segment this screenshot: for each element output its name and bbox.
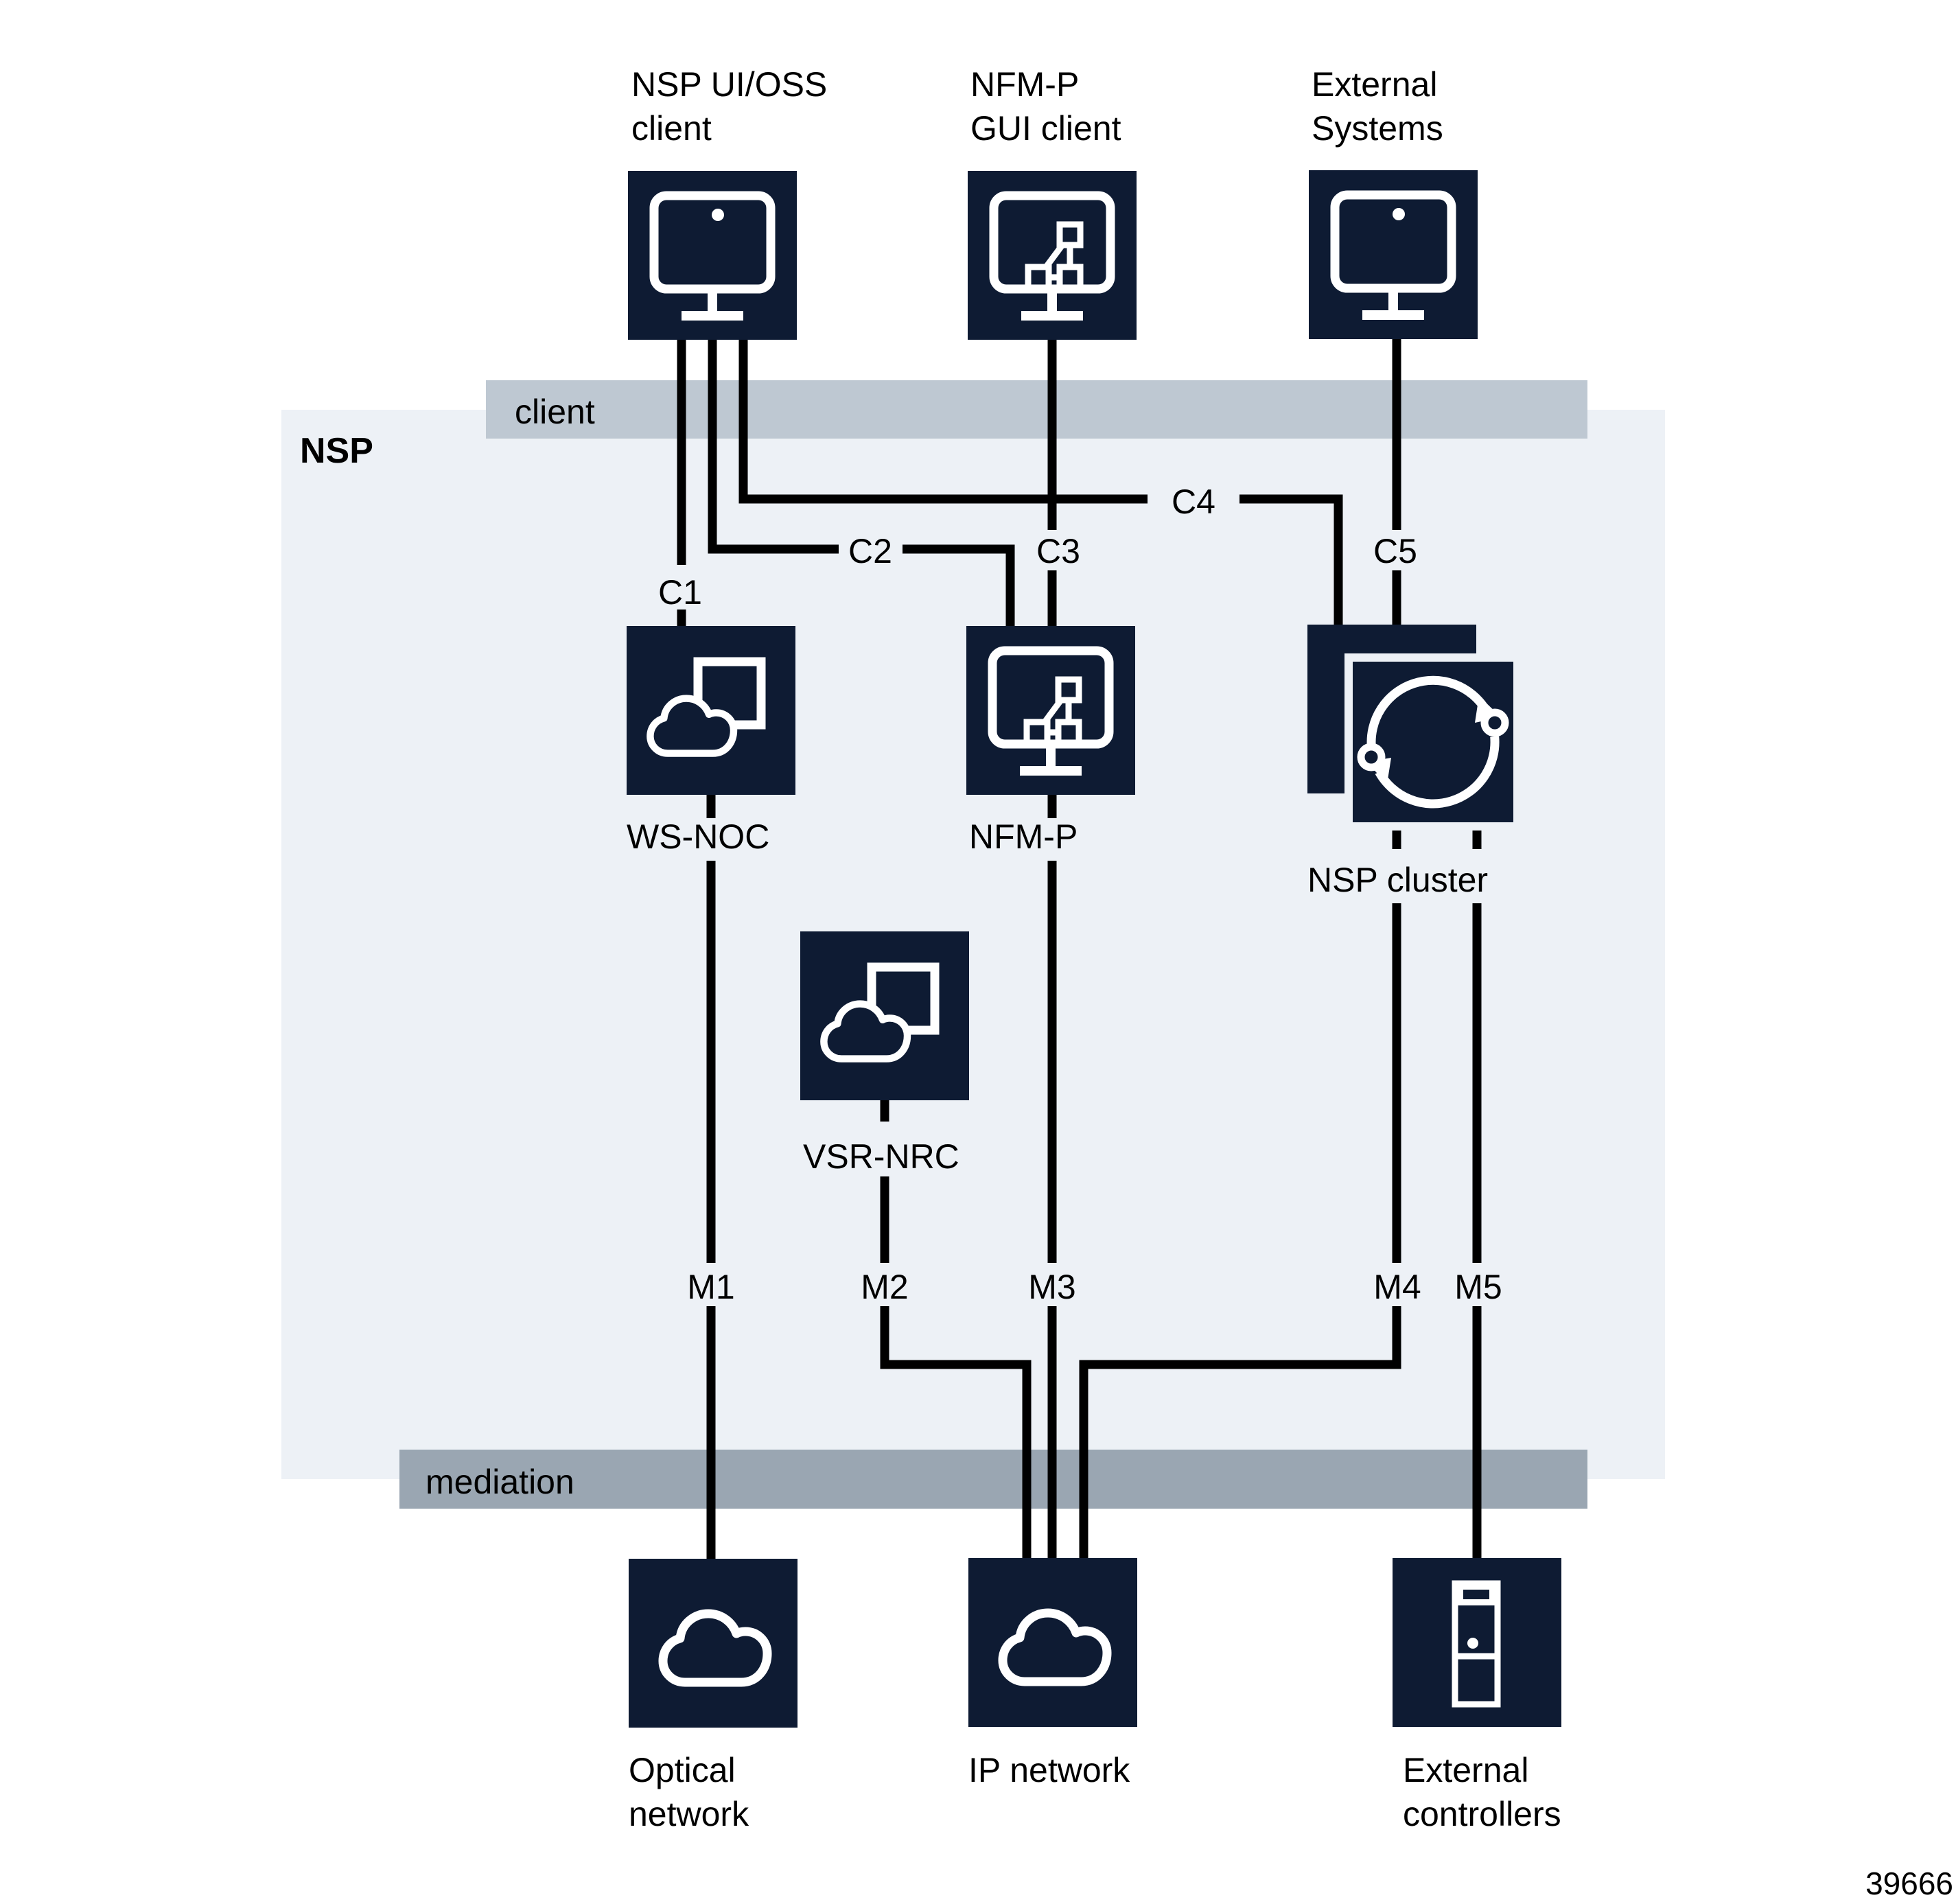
- mediation-band: [399, 1450, 1587, 1509]
- nfmp-label: NFM-P: [969, 817, 1078, 856]
- optical-network-label-line2: network: [629, 1795, 749, 1833]
- node-vsr-nrc: [800, 931, 969, 1100]
- nsp-cluster-front-box: [1344, 653, 1522, 831]
- external-systems-label-line2: Systems: [1312, 109, 1443, 148]
- external-controllers-label-line2: controllers: [1403, 1795, 1561, 1833]
- link-m2-line: [880, 1100, 1032, 1558]
- nsp-ui-oss-client-label-line2: client: [631, 109, 712, 148]
- node-nfmp: [966, 626, 1135, 795]
- link-c3-label: C3: [1036, 532, 1080, 570]
- external-systems-label-line1: External: [1312, 65, 1437, 104]
- ws-noc-label: WS-NOC: [627, 817, 769, 856]
- link-m5-label: M5: [1454, 1268, 1502, 1306]
- link-c4-line: [738, 340, 1343, 626]
- nsp-ui-oss-client-label-line1: NSP UI/OSS: [631, 65, 827, 104]
- node-external-controllers: [1393, 1558, 1561, 1727]
- link-m1-label: M1: [687, 1268, 734, 1306]
- ip-network-label: IP network: [968, 1751, 1130, 1789]
- nsp-region-label: NSP: [300, 431, 373, 471]
- link-c1-label: C1: [658, 573, 702, 612]
- client-links: [677, 339, 1401, 626]
- node-nfmp-gui-client: [968, 171, 1137, 340]
- link-m2-label: M2: [861, 1268, 908, 1306]
- external-controllers-label-line1: External: [1403, 1751, 1528, 1789]
- nsp-cluster-label: NSP cluster: [1307, 861, 1488, 899]
- node-nsp-cluster: [1307, 625, 1522, 831]
- link-c2-label: C2: [848, 532, 892, 570]
- client-band-label: client: [515, 393, 595, 431]
- figure-number: 39666: [1865, 1866, 1953, 1901]
- node-external-systems: [1309, 170, 1478, 339]
- optical-network-label-line1: Optical: [629, 1751, 736, 1789]
- nfmp-gui-client-label-line2: GUI client: [970, 109, 1121, 148]
- mediation-band-label: mediation: [426, 1463, 574, 1501]
- node-optical-network: [629, 1559, 797, 1728]
- node-ip-network: [968, 1558, 1137, 1727]
- client-band: [486, 380, 1587, 439]
- link-m4-label: M4: [1373, 1268, 1421, 1306]
- link-c4-label: C4: [1172, 483, 1215, 521]
- nsp-region: [281, 410, 1665, 1479]
- link-m3-label: M3: [1028, 1268, 1075, 1306]
- mediation-links: [706, 795, 1482, 1559]
- node-nsp-ui-oss-client: [628, 171, 797, 340]
- node-ws-noc: [627, 626, 795, 795]
- link-c5-label: C5: [1373, 532, 1417, 570]
- nfmp-gui-client-label-line1: NFM-P: [970, 65, 1079, 104]
- link-c2-line: [708, 340, 1015, 626]
- vsr-nrc-label: VSR-NRC: [803, 1137, 959, 1176]
